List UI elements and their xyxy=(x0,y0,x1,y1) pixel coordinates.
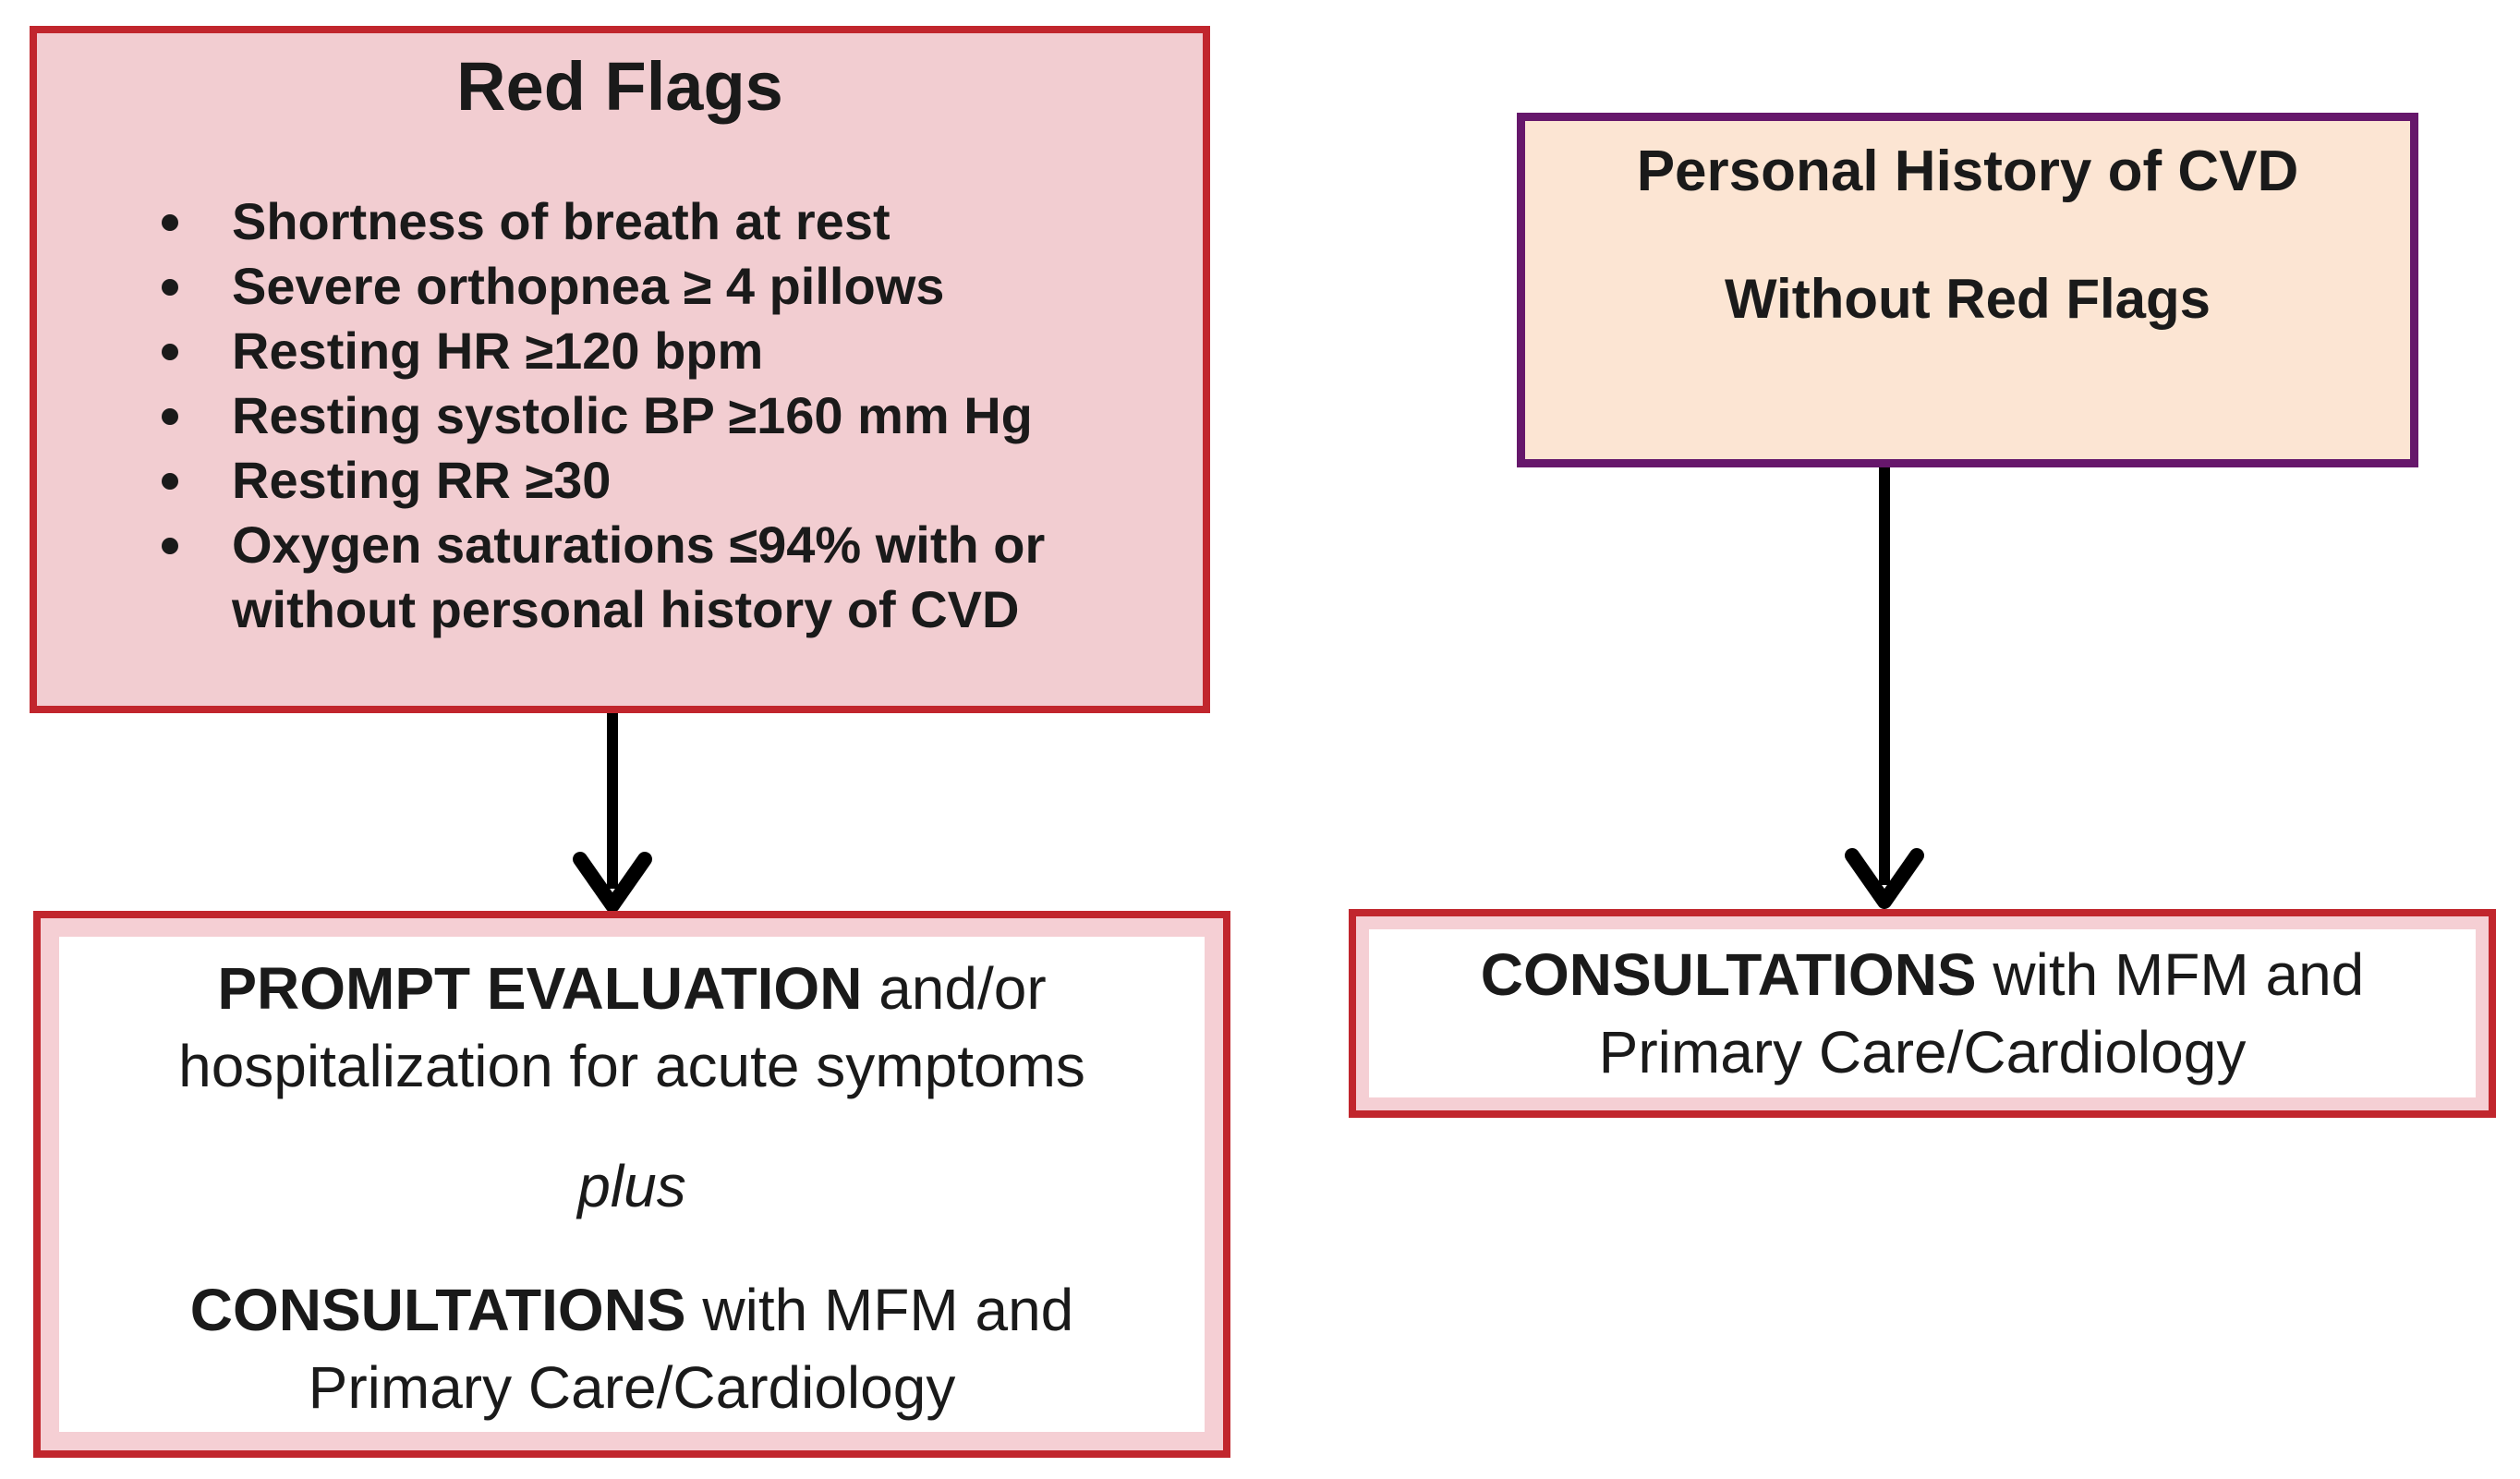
personal-history-subtitle: Without Red Flags xyxy=(1724,268,2211,330)
bullet-dot-icon xyxy=(162,344,178,360)
consultations-line-2: Primary Care/Cardiology xyxy=(308,1354,956,1421)
red-flag-text: Resting HR ≥120 bpm xyxy=(232,321,764,380)
red-flag-text: Oxygen saturations ≤94% with or without … xyxy=(232,515,1046,638)
consultations-box: CONSULTATIONS with MFM and Primary Care/… xyxy=(1349,909,2496,1118)
bullet-dot-icon xyxy=(162,214,178,231)
consultations-rest-text: with MFM and xyxy=(1976,941,2365,1008)
bullet-dot-icon xyxy=(162,408,178,425)
red-flag-item: Resting RR ≥30 xyxy=(162,448,1203,513)
prompt-evaluation-box: PROMPT EVALUATION and/or hospitalization… xyxy=(33,911,1230,1458)
red-flag-text: Resting RR ≥30 xyxy=(232,451,612,509)
red-flag-text: Severe orthopnea ≥ 4 pillows xyxy=(232,257,945,315)
down-arrow xyxy=(1845,467,1924,909)
consultations-bold-text: CONSULTATIONS xyxy=(189,1277,686,1343)
red-flag-text: Shortness of breath at rest xyxy=(232,192,890,250)
consultations-line-1: CONSULTATIONS with MFM and xyxy=(190,1271,1074,1349)
consultations-line-2: Primary Care/Cardiology xyxy=(1598,1019,2247,1085)
personal-history-title: Personal History of CVD xyxy=(1636,139,2299,203)
consultations-line-1: CONSULTATIONS with MFM and xyxy=(1481,936,2365,1013)
red-flag-item: Resting systolic BP ≥160 mm Hg xyxy=(162,383,1203,448)
bullet-dot-icon xyxy=(162,538,178,554)
red-flags-list: Shortness of breath at rest Severe ortho… xyxy=(37,189,1203,642)
red-flag-item: Severe orthopnea ≥ 4 pillows xyxy=(162,254,1203,319)
red-flags-box: Red Flags Shortness of breath at rest Se… xyxy=(30,26,1210,713)
red-flags-title: Red Flags xyxy=(456,48,783,125)
red-flag-item: Resting HR ≥120 bpm xyxy=(162,319,1203,383)
plus-connector-text: plus xyxy=(577,1153,686,1219)
consultations-bold-text: CONSULTATIONS xyxy=(1480,941,1977,1008)
prompt-line-1: PROMPT EVALUATION and/or xyxy=(217,950,1046,1027)
red-flag-item: Oxygen saturations ≤94% with or without … xyxy=(162,513,1203,642)
personal-history-box: Personal History of CVD Without Red Flag… xyxy=(1517,113,2418,467)
prompt-line-2: hospitalization for acute symptoms xyxy=(178,1033,1085,1099)
red-flag-text: Resting systolic BP ≥160 mm Hg xyxy=(232,386,1033,444)
bullet-dot-icon xyxy=(162,473,178,490)
red-flag-item: Shortness of breath at rest xyxy=(162,189,1203,254)
consultations-content: CONSULTATIONS with MFM and Primary Care/… xyxy=(1369,929,2476,1097)
prompt-rest-text: and/or xyxy=(862,955,1047,1022)
prompt-bold-text: PROMPT EVALUATION xyxy=(217,955,863,1022)
prompt-evaluation-content: PROMPT EVALUATION and/or hospitalization… xyxy=(59,937,1205,1432)
down-arrow xyxy=(573,713,652,913)
bullet-dot-icon xyxy=(162,279,178,296)
consultations-rest-text: with MFM and xyxy=(685,1277,1074,1343)
